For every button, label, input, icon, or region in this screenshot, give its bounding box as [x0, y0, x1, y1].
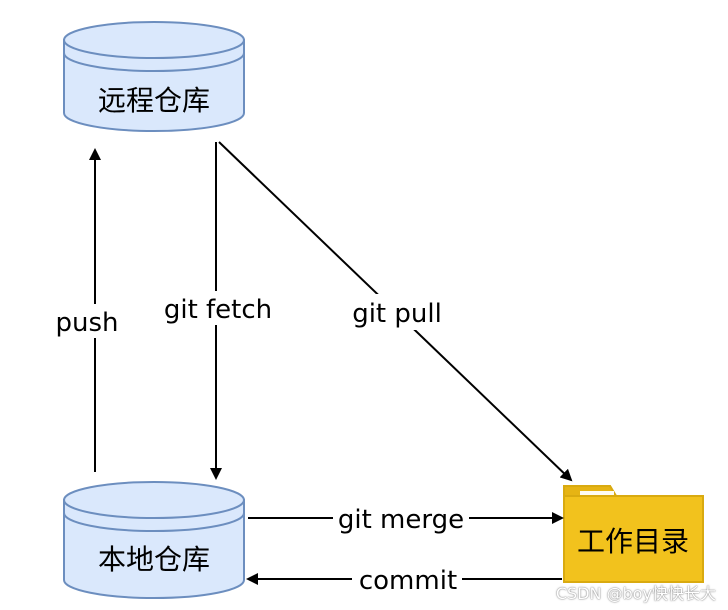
working-directory-label: 工作目录 — [577, 525, 689, 558]
remote-repository-cylinder-inner-ring — [63, 52, 245, 72]
local-repository-node: 本地仓库 — [63, 481, 245, 599]
local-repository-cylinder-top — [63, 481, 245, 519]
fetch-label: git fetch — [164, 295, 272, 325]
folder-tab-highlight — [580, 491, 614, 495]
working-directory-node: 工作目录 — [563, 485, 704, 583]
pull-label: git pull — [352, 299, 442, 329]
remote-repository-cylinder-body — [63, 39, 245, 132]
merge-label-background — [333, 502, 469, 534]
commit-label-background — [352, 563, 462, 595]
remote-repository-cylinder-top — [63, 21, 245, 59]
local-repository-label: 本地仓库 — [98, 543, 210, 576]
push-label: push — [55, 308, 118, 338]
local-repository-cylinder-inner-ring — [63, 512, 245, 532]
remote-repository-node: 远程仓库 — [63, 21, 245, 132]
remote-repository-label: 远程仓库 — [98, 84, 210, 117]
fetch-label-background — [162, 291, 274, 325]
commit-label: commit — [359, 566, 457, 596]
merge-label: git merge — [338, 505, 464, 535]
push-label-background — [50, 304, 124, 338]
pull-label-background — [346, 294, 446, 330]
local-repository-cylinder-body — [63, 499, 245, 599]
